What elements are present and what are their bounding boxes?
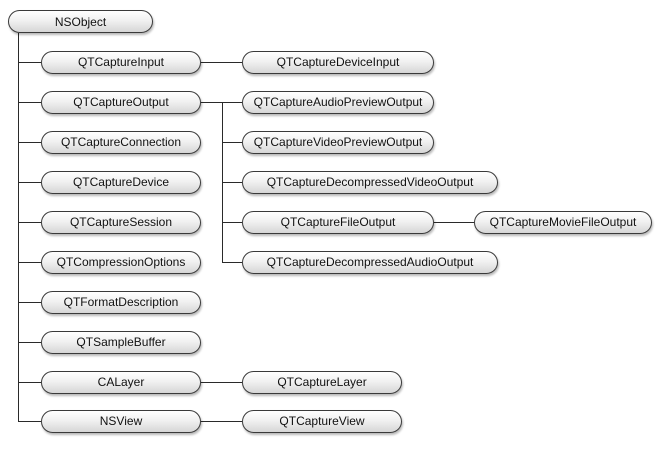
class-node-qtcompressionoptions: QTCompressionOptions: [41, 250, 201, 274]
class-node-nsobject: NSObject: [8, 10, 153, 33]
class-node-qtcapturedevice: QTCaptureDevice: [41, 170, 201, 194]
class-node-qtsamplebuffer: QTSampleBuffer: [41, 330, 201, 354]
class-node-qtcapturedecompressedvideooutput: QTCaptureDecompressedVideoOutput: [242, 170, 498, 194]
class-node-qtcapturefileoutput: QTCaptureFileOutput: [242, 210, 434, 234]
class-node-qtcapturesession: QTCaptureSession: [41, 210, 201, 234]
class-node-qtcaptureinput: QTCaptureInput: [41, 50, 201, 74]
class-node-qtcapturelayer: QTCaptureLayer: [242, 370, 402, 394]
class-node-qtcaptureaudiopreviewoutput: QTCaptureAudioPreviewOutput: [242, 90, 434, 114]
class-node-nsview: NSView: [41, 409, 201, 433]
class-node-qtformatdescription: QTFormatDescription: [41, 290, 201, 314]
class-node-qtcapturemoviefileoutput: QTCaptureMovieFileOutput: [474, 210, 652, 234]
class-node-qtcaptureview: QTCaptureView: [242, 409, 402, 433]
class-node-qtcapturedecompressedaudiooutput: QTCaptureDecompressedAudioOutput: [242, 250, 498, 274]
class-node-calayer: CALayer: [41, 370, 201, 394]
class-node-qtcaptureconnection: QTCaptureConnection: [41, 130, 201, 154]
class-node-qtcapturevideopreviewoutput: QTCaptureVideoPreviewOutput: [242, 130, 434, 154]
class-node-qtcapturedeviceinput: QTCaptureDeviceInput: [242, 50, 434, 74]
class-node-qtcaptureoutput: QTCaptureOutput: [41, 90, 201, 114]
